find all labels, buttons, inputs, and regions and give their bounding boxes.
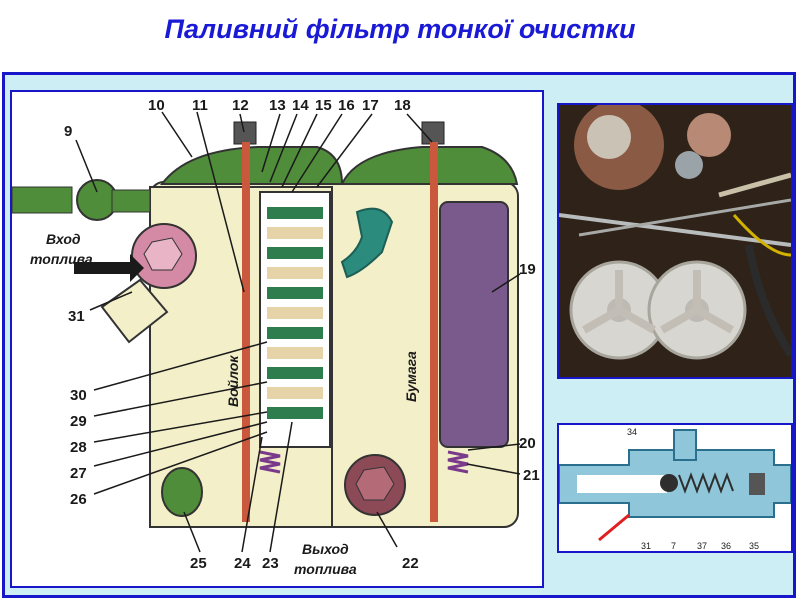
rod-right (430, 142, 438, 522)
bolt-right (421, 121, 445, 145)
callout-23: 23 (262, 555, 279, 572)
felt-rings (267, 207, 323, 419)
teal-pipe (340, 207, 394, 279)
leader-lines (75, 111, 521, 553)
callout-29: 29 (70, 413, 87, 430)
filter-diagram: 9 10 11 12 13 14 15 16 17 18 19 20 21 22… (12, 97, 540, 577)
callout-10: 10 (148, 97, 165, 114)
callout-16: 16 (338, 97, 355, 114)
callout-14: 14 (292, 97, 309, 114)
spring-right (447, 450, 469, 474)
callout-24: 24 (234, 555, 251, 572)
callout-18: 18 (394, 97, 411, 114)
section-callout-37: 37 (697, 541, 707, 551)
callout-30: 30 (70, 387, 87, 404)
callout-12: 12 (232, 97, 249, 114)
rod-left (242, 142, 250, 522)
section-callout-34: 34 (627, 427, 637, 437)
callout-11: 11 (192, 97, 208, 114)
drain-plug-left (161, 467, 203, 517)
section-callout-31: 31 (641, 541, 651, 551)
paper-element (439, 201, 509, 448)
bolt-left (233, 121, 257, 145)
inlet-label-line1: Вход (46, 231, 81, 247)
valve-section-drawing: 34 31 7 37 36 35 (559, 425, 791, 551)
filter-diagram-panel: 9 10 11 12 13 14 15 16 17 18 19 20 21 22… (10, 90, 544, 588)
callout-20: 20 (519, 435, 536, 452)
outlet-label-line1: Выход (302, 541, 349, 557)
callout-21: 21 (523, 467, 540, 484)
spring-left (259, 450, 281, 474)
valve-section: 34 31 7 37 36 35 (557, 423, 793, 553)
inlet-fitting (12, 179, 151, 221)
outlet-label-line2: топлива (294, 561, 357, 577)
callout-28: 28 (70, 439, 87, 456)
slide-title: Паливний фільтр тонкої очистки (164, 14, 636, 44)
section-callout-36: 36 (721, 541, 731, 551)
paper-label: Бумага (403, 351, 419, 402)
outlet-plug (344, 454, 406, 516)
callout-27: 27 (70, 465, 87, 482)
cover-right (340, 146, 519, 185)
drain-pipe (100, 278, 169, 344)
callout-31: 31 (68, 308, 85, 325)
callout-15: 15 (315, 97, 332, 114)
callout-19: 19 (519, 261, 536, 278)
callout-22: 22 (402, 555, 419, 572)
section-callout-7: 7 (671, 541, 676, 551)
callout-25: 25 (190, 555, 207, 572)
engine-photo (557, 103, 793, 379)
callout-9: 9 (64, 123, 72, 140)
inlet-plug (131, 223, 197, 289)
callout-13: 13 (269, 97, 286, 114)
callout-26: 26 (70, 491, 87, 508)
engine-photo-image (559, 105, 791, 377)
inlet-label-line2: топлива (30, 251, 93, 267)
callout-17: 17 (362, 97, 379, 114)
section-callout-35: 35 (749, 541, 759, 551)
inlet-arrow (74, 254, 144, 282)
felt-label: Войлок (225, 355, 241, 407)
